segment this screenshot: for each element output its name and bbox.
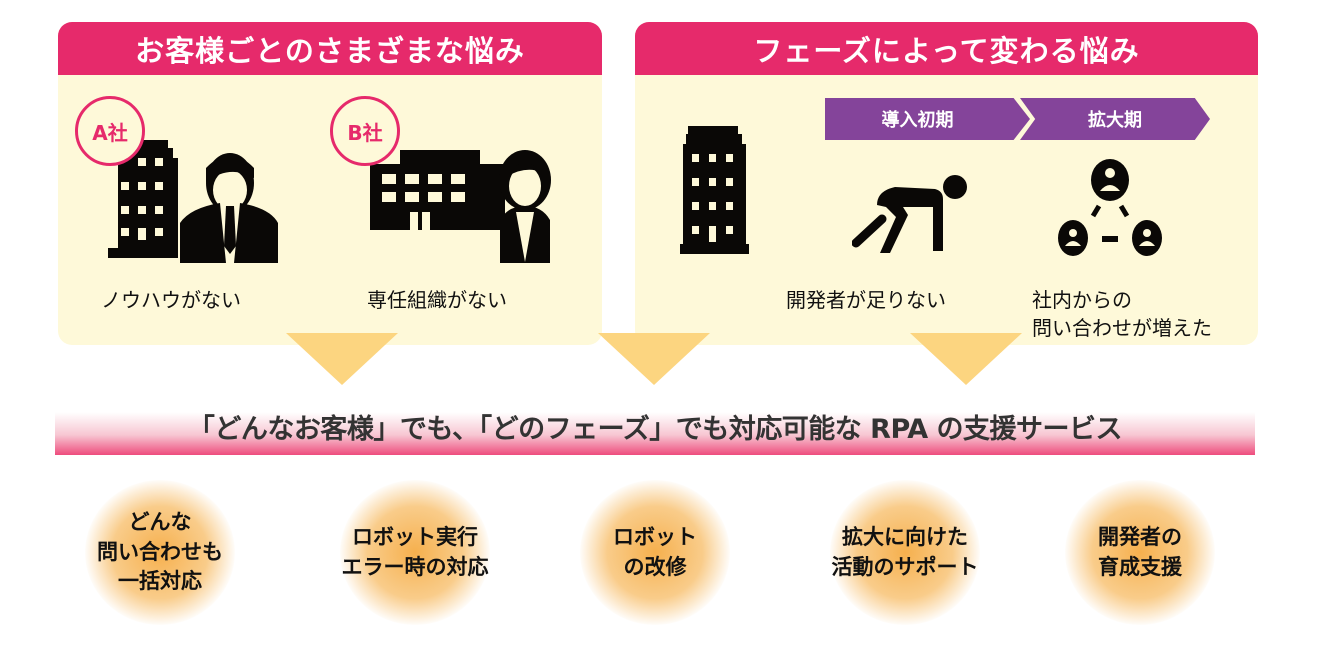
phase-initial-label: 導入初期 bbox=[881, 110, 954, 131]
down-arrow-2 bbox=[598, 333, 710, 385]
phase-expansion-label: 拡大期 bbox=[1088, 110, 1142, 131]
down-arrow-3 bbox=[910, 333, 1022, 385]
company-b-issue: 専任組織がない bbox=[367, 288, 507, 312]
phase-expansion-arrow: 拡大期 bbox=[1020, 98, 1210, 140]
company-a-issue: ノウハウがない bbox=[101, 288, 241, 312]
company-a-badge: A社 bbox=[75, 96, 145, 166]
service-robot-modification: ロボット の改修 bbox=[580, 480, 730, 625]
down-arrow-1 bbox=[286, 333, 398, 385]
company-b-badge: B社 bbox=[330, 96, 400, 166]
phase-initial-arrow: 導入初期 bbox=[825, 98, 1030, 140]
service-robot-error-handling: ロボット実行 エラー時の対応 bbox=[340, 480, 490, 625]
phase-worries-title: フェーズによって変わる悩み bbox=[635, 22, 1258, 75]
exhausted-person-icon bbox=[852, 175, 967, 253]
building-man-icon bbox=[108, 140, 278, 263]
service-banner: 「どんなお客様」でも、「どのフェーズ」でも対応可能な RPA の支援サービス bbox=[55, 398, 1255, 455]
service-developer-training: 開発者の 育成支援 bbox=[1065, 480, 1215, 625]
service-all-inquiries: どんな 問い合わせも 一括対応 bbox=[85, 480, 235, 625]
expansion-phase-issue-line2: 問い合わせが増えた bbox=[1032, 316, 1212, 340]
service-expansion-support: 拡大に向けた 活動のサポート bbox=[830, 480, 980, 625]
network-people-icon bbox=[1058, 159, 1162, 256]
expansion-phase-issue-line1: 社内からの bbox=[1032, 288, 1132, 312]
building-icon bbox=[680, 126, 749, 254]
building-woman-icon bbox=[370, 150, 551, 263]
customer-worries-title: お客様ごとのさまざまな悩み bbox=[58, 22, 602, 75]
initial-phase-issue: 開発者が足りない bbox=[786, 288, 946, 312]
